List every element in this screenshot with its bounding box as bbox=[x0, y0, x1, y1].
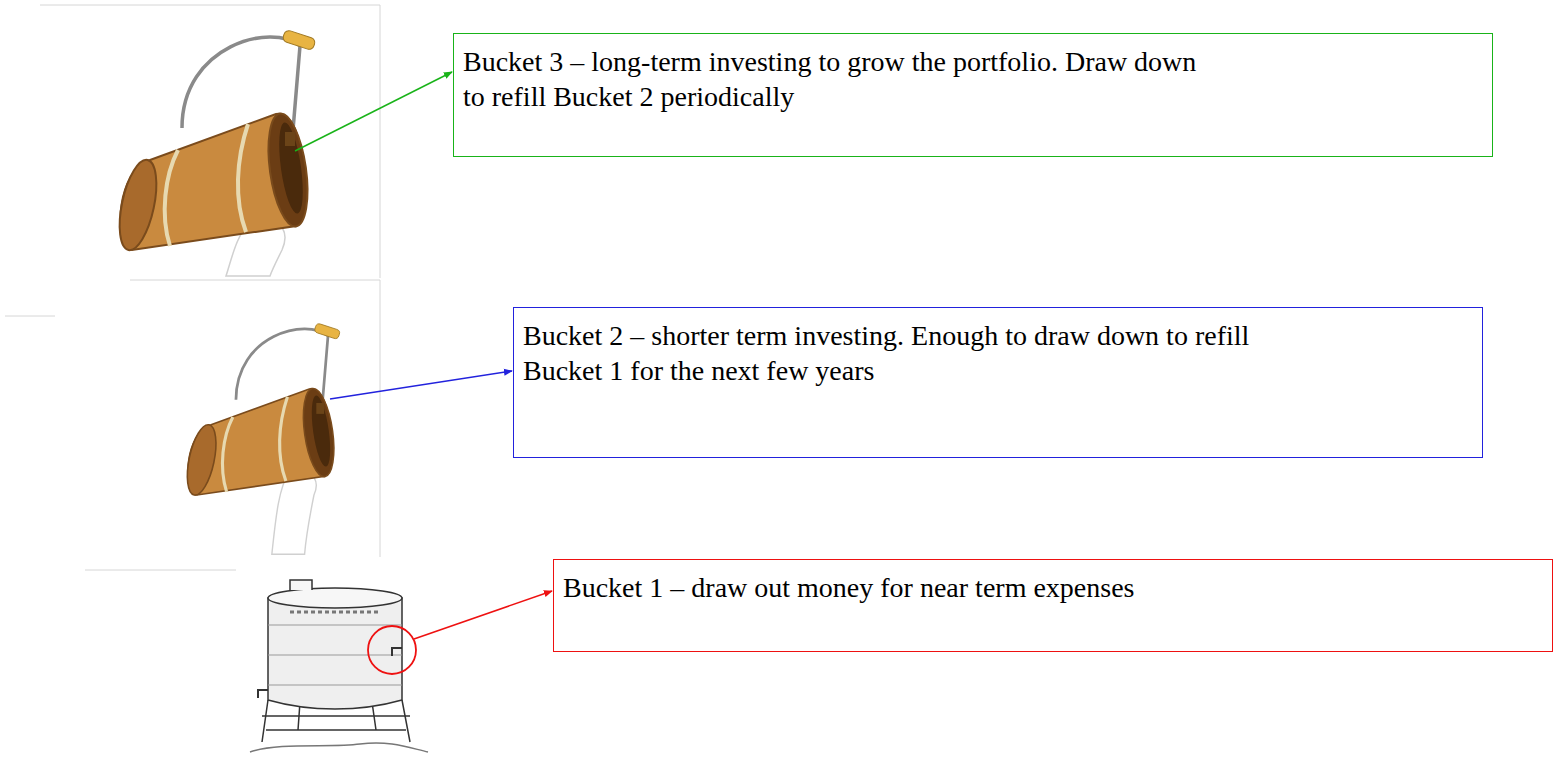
bucket-picture bbox=[182, 323, 341, 554]
water-tank bbox=[250, 580, 428, 752]
box-text: Bucket 3 – long-term investing to grow t… bbox=[463, 44, 1198, 114]
highlight-circle bbox=[368, 626, 416, 674]
leader-arrow bbox=[414, 591, 552, 639]
box-text: Bucket 2 – shorter term investing. Enoug… bbox=[523, 318, 1298, 388]
frame-line bbox=[130, 280, 380, 557]
tank-stand bbox=[262, 716, 410, 730]
tank-hatch bbox=[290, 580, 312, 590]
tank-top bbox=[268, 588, 402, 608]
frame-line bbox=[5, 316, 55, 317]
bucket-icon bbox=[113, 29, 316, 253]
picture-frame bbox=[5, 5, 380, 570]
text-box: Bucket 1 – draw out money for near term … bbox=[553, 559, 1553, 652]
leader-arrow bbox=[330, 371, 512, 399]
tank-seam bbox=[268, 625, 402, 685]
tank-marking bbox=[290, 611, 380, 614]
text-box: Bucket 3 – long-term investing to grow t… bbox=[453, 33, 1493, 157]
tank-tap bbox=[258, 690, 268, 698]
tank-tap bbox=[392, 648, 402, 656]
text-box: Bucket 2 – shorter term investing. Enoug… bbox=[513, 307, 1483, 458]
bucket-picture bbox=[113, 29, 316, 276]
box-text: Bucket 1 – draw out money for near term … bbox=[563, 570, 1523, 605]
bucket-icon bbox=[182, 323, 341, 498]
tank-body bbox=[268, 598, 402, 709]
frame-line bbox=[85, 570, 236, 571]
ground-line bbox=[250, 743, 428, 752]
frame-line bbox=[40, 5, 380, 278]
leader-arrow bbox=[295, 72, 452, 151]
